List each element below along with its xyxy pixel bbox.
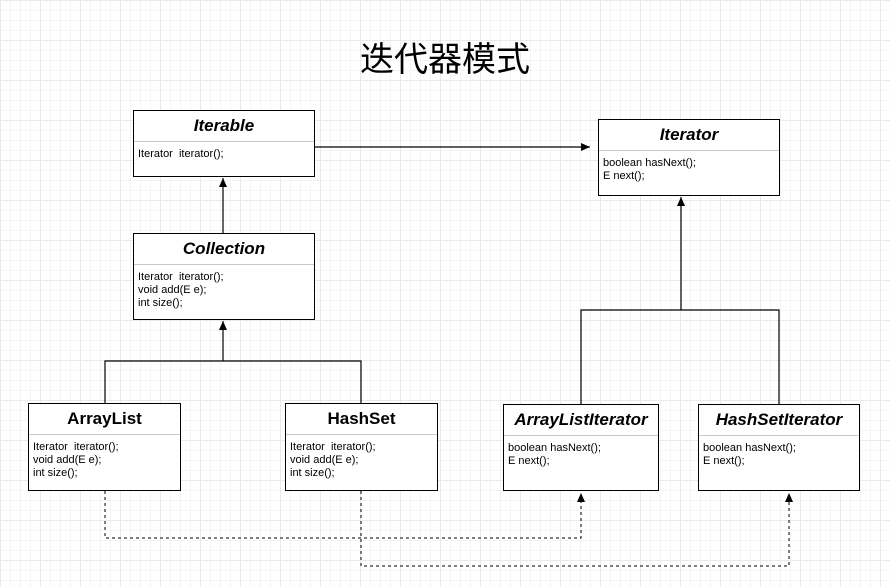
arraylistiterator-class[interactable]: ArrayListIterator boolean hasNext(); E n… <box>503 404 659 491</box>
arraylist-connector <box>104 360 362 403</box>
class-member: E next(); <box>703 455 745 467</box>
collection-class[interactable]: Collection Iterator iterator(); void add… <box>133 233 315 320</box>
class-member: int size(); <box>33 467 78 479</box>
arraylist-class[interactable]: ArrayList Iterator iterator(); void add(… <box>28 403 181 491</box>
class-member: Iterator iterator(); <box>290 441 376 453</box>
class-member: Iterator iterator(); <box>138 271 224 283</box>
class-name: HashSetIterator <box>699 405 859 436</box>
class-member: boolean hasNext(); <box>508 442 601 454</box>
class-member: boolean hasNext(); <box>703 442 796 454</box>
class-name: Collection <box>134 234 314 265</box>
class-member: void add(E e); <box>33 454 102 466</box>
class-name: Iterator <box>599 120 779 151</box>
hashsetiterator-class[interactable]: HashSetIterator boolean hasNext(); E nex… <box>698 404 860 491</box>
class-member: Iterator iterator(); <box>33 441 119 453</box>
iterable-class[interactable]: Iterable Iterator iterator(); <box>133 110 315 177</box>
diagram-title: 迭代器模式 <box>360 40 530 80</box>
class-name: HashSet <box>286 404 437 435</box>
class-name: Iterable <box>134 111 314 142</box>
class-member: E next(); <box>508 455 550 467</box>
class-member: Iterator iterator(); <box>138 148 224 160</box>
class-member: boolean hasNext(); <box>603 157 696 169</box>
class-member: E next(); <box>603 170 645 182</box>
arraylist-to-arraylistiterator-dashed-arrow <box>104 491 585 539</box>
class-member: int size(); <box>290 467 335 479</box>
class-member: void add(E e); <box>290 454 359 466</box>
class-member: int size(); <box>138 297 183 309</box>
class-name: ArrayListIterator <box>504 405 658 436</box>
hashset-class[interactable]: HashSet Iterator iterator(); void add(E … <box>285 403 438 491</box>
iterator-class[interactable]: Iterator boolean hasNext(); E next(); <box>598 119 780 196</box>
iterator-impls-connector <box>580 309 780 404</box>
class-member: void add(E e); <box>138 284 207 296</box>
hashset-to-hashsetiterator-dashed-arrow <box>360 491 793 567</box>
class-name: ArrayList <box>29 404 180 435</box>
